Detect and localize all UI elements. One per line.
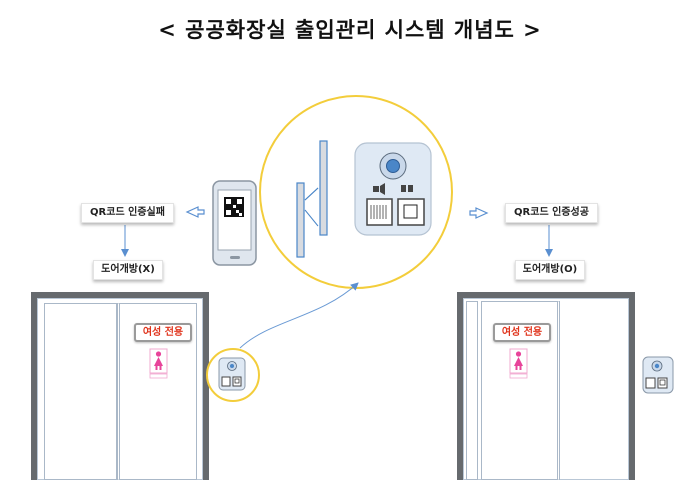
right-door-panel-a [466, 301, 478, 480]
small-reader-right [642, 356, 674, 394]
left-women-only-sign: 여성 전용 [134, 323, 192, 342]
left-female-icon [149, 348, 168, 379]
right-door-open-o-label: 도어개방(O) [515, 260, 585, 280]
zoom-connector-curve [239, 282, 359, 349]
small-reader-zoom [206, 348, 260, 402]
left-outline-arrow-icon [185, 206, 205, 218]
qr-reader-device-large [354, 142, 432, 236]
left-door-panel-a [44, 303, 117, 480]
right-outline-arrow-icon [469, 207, 489, 219]
diagram-title: < 공공화장실 출입관리 시스템 개념도 > [158, 17, 542, 42]
left-auth-fail-label: QR코드 인증실패 [81, 203, 174, 223]
right-auth-success-label: QR코드 인증성공 [505, 203, 598, 223]
signal-arrows-icon [304, 187, 319, 227]
right-female-icon [509, 348, 528, 379]
smartphone-qr-icon [212, 180, 257, 266]
door-edge-icon [296, 140, 328, 258]
left-door-open-x-label: 도어개방(X) [93, 260, 163, 280]
right-women-only-sign: 여성 전용 [493, 323, 551, 342]
